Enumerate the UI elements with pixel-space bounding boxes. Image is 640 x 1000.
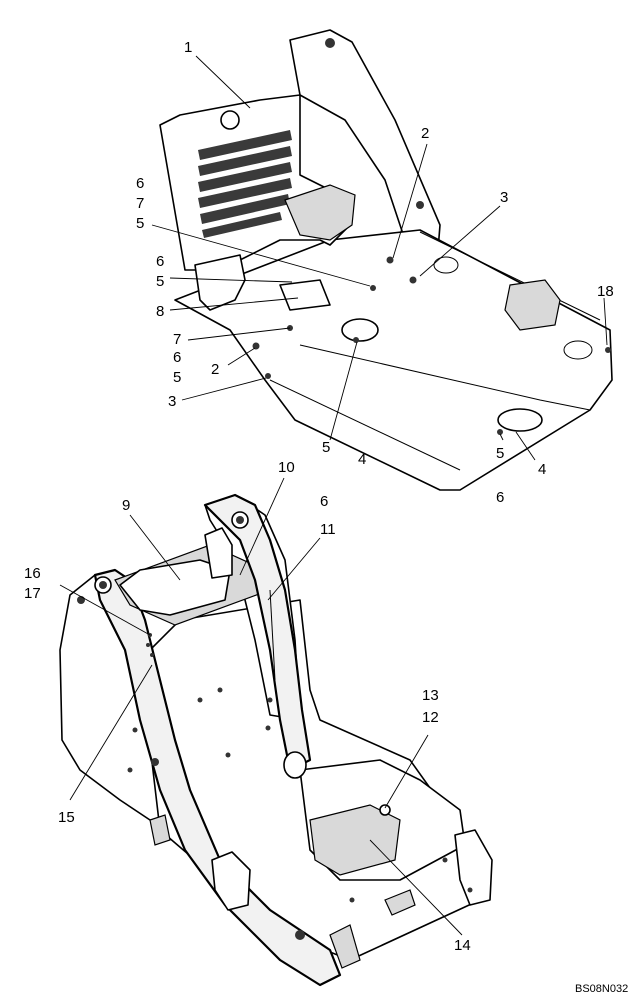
callout-5: 5 — [156, 273, 164, 290]
cover-plate — [279, 279, 331, 311]
callout-15: 15 — [58, 809, 75, 826]
right-upright-column — [203, 493, 312, 772]
callout-9: 9 — [122, 497, 130, 514]
callout-12: 12 — [422, 709, 439, 726]
callout-6: 6 — [136, 175, 144, 192]
callout-4: 4 — [538, 461, 546, 478]
fasteners — [252, 38, 611, 435]
filler-cap — [379, 804, 391, 816]
access-cover-right — [497, 408, 543, 432]
cab-cover — [119, 559, 231, 616]
engine-mount — [283, 751, 307, 779]
callout-1: 1 — [184, 39, 192, 56]
air-duct — [284, 184, 356, 241]
callout-3: 3 — [500, 189, 508, 206]
fuel-tank — [309, 804, 401, 876]
callout-2: 2 — [421, 125, 429, 142]
callout-5: 5 — [322, 439, 330, 456]
exhaust-pipe — [204, 527, 233, 579]
access-cover-left — [341, 318, 379, 342]
right-mount-block — [504, 279, 561, 331]
callout-2: 2 — [211, 361, 219, 378]
callout-5: 5 — [136, 215, 144, 232]
lower-leader-lines — [59, 477, 463, 936]
callout-14: 14 — [454, 937, 471, 954]
callout-7: 7 — [136, 195, 144, 212]
callout-6: 6 — [173, 349, 181, 366]
left-bracket — [194, 254, 246, 311]
lower-frame-assembly — [59, 477, 493, 987]
upper-assembly — [151, 29, 613, 491]
latch-knob — [220, 110, 240, 130]
left-upright-tower — [93, 568, 342, 987]
callout-17: 17 — [24, 585, 41, 602]
callout-6: 6 — [496, 489, 504, 506]
callout-6: 6 — [320, 493, 328, 510]
callout-11: 11 — [320, 521, 336, 538]
callout-10: 10 — [278, 459, 295, 476]
callout-7: 7 — [173, 331, 181, 348]
callout-8: 8 — [156, 303, 164, 320]
callout-4: 4 — [358, 451, 366, 468]
callout-3: 3 — [168, 393, 176, 410]
frame-holes — [77, 511, 473, 940]
front-right-post — [454, 829, 493, 906]
callout-5: 5 — [173, 369, 181, 386]
figure-code: BS08N032 — [575, 983, 628, 995]
callout-16: 16 — [24, 565, 41, 582]
callout-5: 5 — [496, 445, 504, 462]
callout-18: 18 — [597, 283, 614, 300]
upper-leader-lines — [151, 55, 608, 461]
callout-numbers: 1 2 3 18 6 7 5 6 5 8 7 6 2 5 3 5 4 5 4 6… — [24, 39, 614, 954]
step-bracket — [211, 851, 251, 911]
callout-13: 13 — [422, 687, 439, 704]
grille-slats — [198, 130, 292, 238]
callout-6: 6 — [156, 253, 164, 270]
